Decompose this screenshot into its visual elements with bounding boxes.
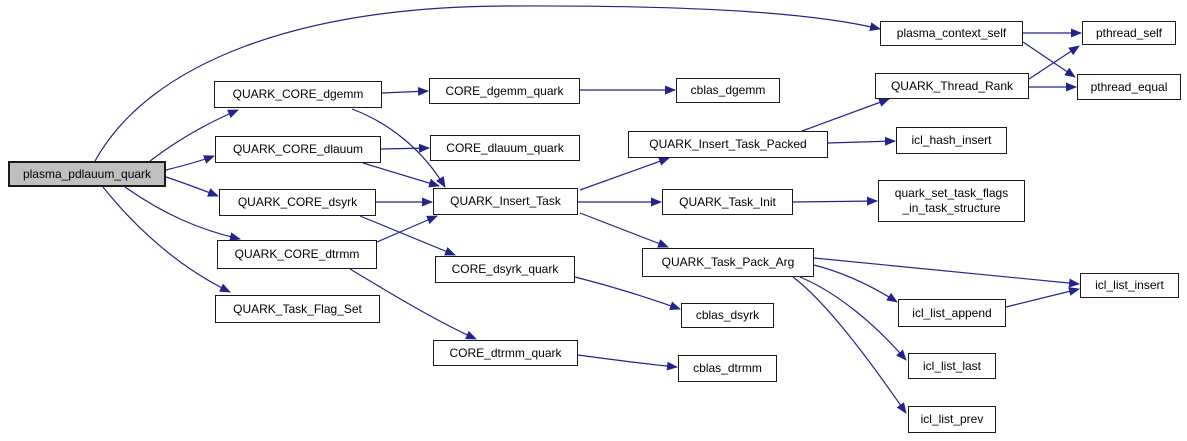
node-QUARK_Task_Pack_Arg[interactable]: QUARK_Task_Pack_Arg <box>642 248 814 277</box>
node-QUARK_Thread_Rank[interactable]: QUARK_Thread_Rank <box>875 73 1029 99</box>
node-icl_list_last[interactable]: icl_list_last <box>908 353 996 379</box>
node-QUARK_Task_Init[interactable]: QUARK_Task_Init <box>662 189 793 215</box>
node-cblas_dsyrk[interactable]: cblas_dsyrk <box>681 303 774 328</box>
node-QUARK_Insert_Task_Packed[interactable]: QUARK_Insert_Task_Packed <box>628 131 828 158</box>
node-QUARK_CORE_dlauum[interactable]: QUARK_CORE_dlauum <box>215 136 381 163</box>
edge-QUARK_CORE_dsyrk-to-CORE_dsyrk_quark <box>359 215 456 256</box>
edge-QUARK_CORE_dlauum-to-CORE_dlauum_quark <box>380 143 430 153</box>
edge-CORE_dsyrk_quark-to-cblas_dsyrk <box>574 276 681 311</box>
node-CORE_dtrmm_quark[interactable]: CORE_dtrmm_quark <box>433 340 578 366</box>
node-icl_list_prev[interactable]: icl_list_prev <box>908 406 996 433</box>
edge-plasma_pdlauum_quark-to-plasma_context_self <box>94 5 881 162</box>
node-icl_hash_insert[interactable]: icl_hash_insert <box>896 127 1007 154</box>
node-pthread_self[interactable]: pthread_self <box>1082 21 1176 45</box>
edge-QUARK_Task_Init-to-quark_set_task_flags_in_task_structure <box>792 196 878 206</box>
node-plasma_pdlauum_quark[interactable]: plasma_pdlauum_quark <box>8 161 166 187</box>
node-CORE_dlauum_quark[interactable]: CORE_dlauum_quark <box>430 135 580 161</box>
node-QUARK_CORE_dsyrk[interactable]: QUARK_CORE_dsyrk <box>219 189 376 216</box>
node-cblas_dgemm[interactable]: cblas_dgemm <box>676 78 780 103</box>
edge-QUARK_CORE_dtrmm-to-QUARK_Insert_Task <box>376 215 438 243</box>
edge-QUARK_CORE_dlauum-to-QUARK_Insert_Task <box>362 162 440 188</box>
edge-QUARK_Task_Pack_Arg-to-icl_list_append <box>813 264 898 303</box>
node-QUARK_Insert_Task[interactable]: QUARK_Insert_Task <box>433 188 578 215</box>
edge-plasma_pdlauum_quark-to-QUARK_CORE_dlauum <box>165 155 215 171</box>
edge-QUARK_Insert_Task_Packed-to-icl_hash_insert <box>827 136 896 146</box>
node-cblas_dtrmm[interactable]: cblas_dtrmm <box>678 355 777 382</box>
edge-plasma_pdlauum_quark-to-QUARK_CORE_dtrmm <box>124 186 241 242</box>
edge-plasma_pdlauum_quark-to-QUARK_CORE_dgemm <box>149 109 239 162</box>
edge-QUARK_CORE_dtrmm-to-CORE_dtrmm_quark <box>349 268 477 340</box>
node-plasma_context_self[interactable]: plasma_context_self <box>880 21 1023 46</box>
edge-CORE_dtrmm_quark-to-cblas_dtrmm <box>577 354 678 371</box>
edge-QUARK_CORE_dgemm-to-QUARK_Insert_Task <box>351 108 446 188</box>
edge-QUARK_Insert_Task_Packed-to-QUARK_Thread_Rank <box>801 98 890 132</box>
node-CORE_dsyrk_quark[interactable]: CORE_dsyrk_quark <box>435 256 575 283</box>
edge-QUARK_Task_Pack_Arg-to-icl_list_prev <box>792 276 907 414</box>
edge-plasma_pdlauum_quark-to-QUARK_Task_Flag_Set <box>102 186 231 293</box>
edge-QUARK_Insert_Task-to-QUARK_Task_Pack_Arg <box>579 212 669 248</box>
edge-QUARK_Task_Pack_Arg-to-icl_list_last <box>799 276 907 361</box>
edge-plasma_context_self-to-pthread_equal <box>1022 41 1076 78</box>
edge-QUARK_Insert_Task-to-QUARK_Insert_Task_Packed <box>579 157 670 191</box>
node-CORE_dgemm_quark[interactable]: CORE_dgemm_quark <box>429 78 580 104</box>
edge-QUARK_CORE_dgemm-to-CORE_dgemm_quark <box>381 86 429 96</box>
edge-icl_list_append-to-icl_list_insert <box>1005 287 1080 308</box>
node-icl_list_append[interactable]: icl_list_append <box>898 299 1006 327</box>
node-quark_set_task_flags_in_task_structure[interactable]: quark_set_task_flags _in_task_structure <box>878 180 1025 222</box>
edge-QUARK_Thread_Rank-to-pthread_self <box>1028 45 1080 80</box>
node-icl_list_insert[interactable]: icl_list_insert <box>1080 273 1179 298</box>
node-QUARK_Task_Flag_Set[interactable]: QUARK_Task_Flag_Set <box>215 295 380 323</box>
node-QUARK_CORE_dgemm[interactable]: QUARK_CORE_dgemm <box>214 81 382 108</box>
node-QUARK_CORE_dtrmm[interactable]: QUARK_CORE_dtrmm <box>217 240 377 269</box>
node-pthread_equal[interactable]: pthread_equal <box>1077 74 1181 100</box>
edge-plasma_pdlauum_quark-to-QUARK_CORE_dsyrk <box>165 176 219 197</box>
edge-QUARK_Task_Pack_Arg-to-icl_list_insert <box>813 257 1080 288</box>
